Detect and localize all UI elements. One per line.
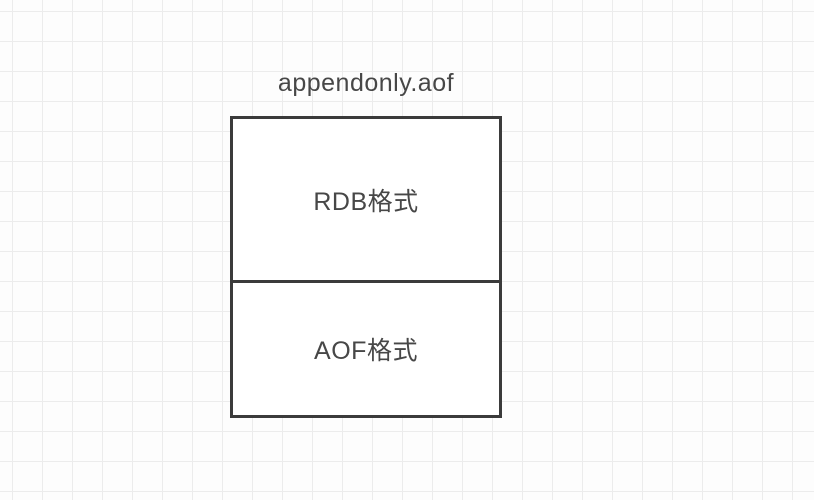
cell-aof-format: AOF格式 — [233, 283, 499, 415]
cell-aof-label: AOF格式 — [314, 337, 418, 365]
box-title: appendonly.aof — [277, 69, 455, 97]
aof-file-box: RDB格式 AOF格式 — [230, 116, 502, 418]
cell-rdb-label: RDB格式 — [313, 187, 419, 216]
cell-rdb-format: RDB格式 — [233, 119, 499, 283]
